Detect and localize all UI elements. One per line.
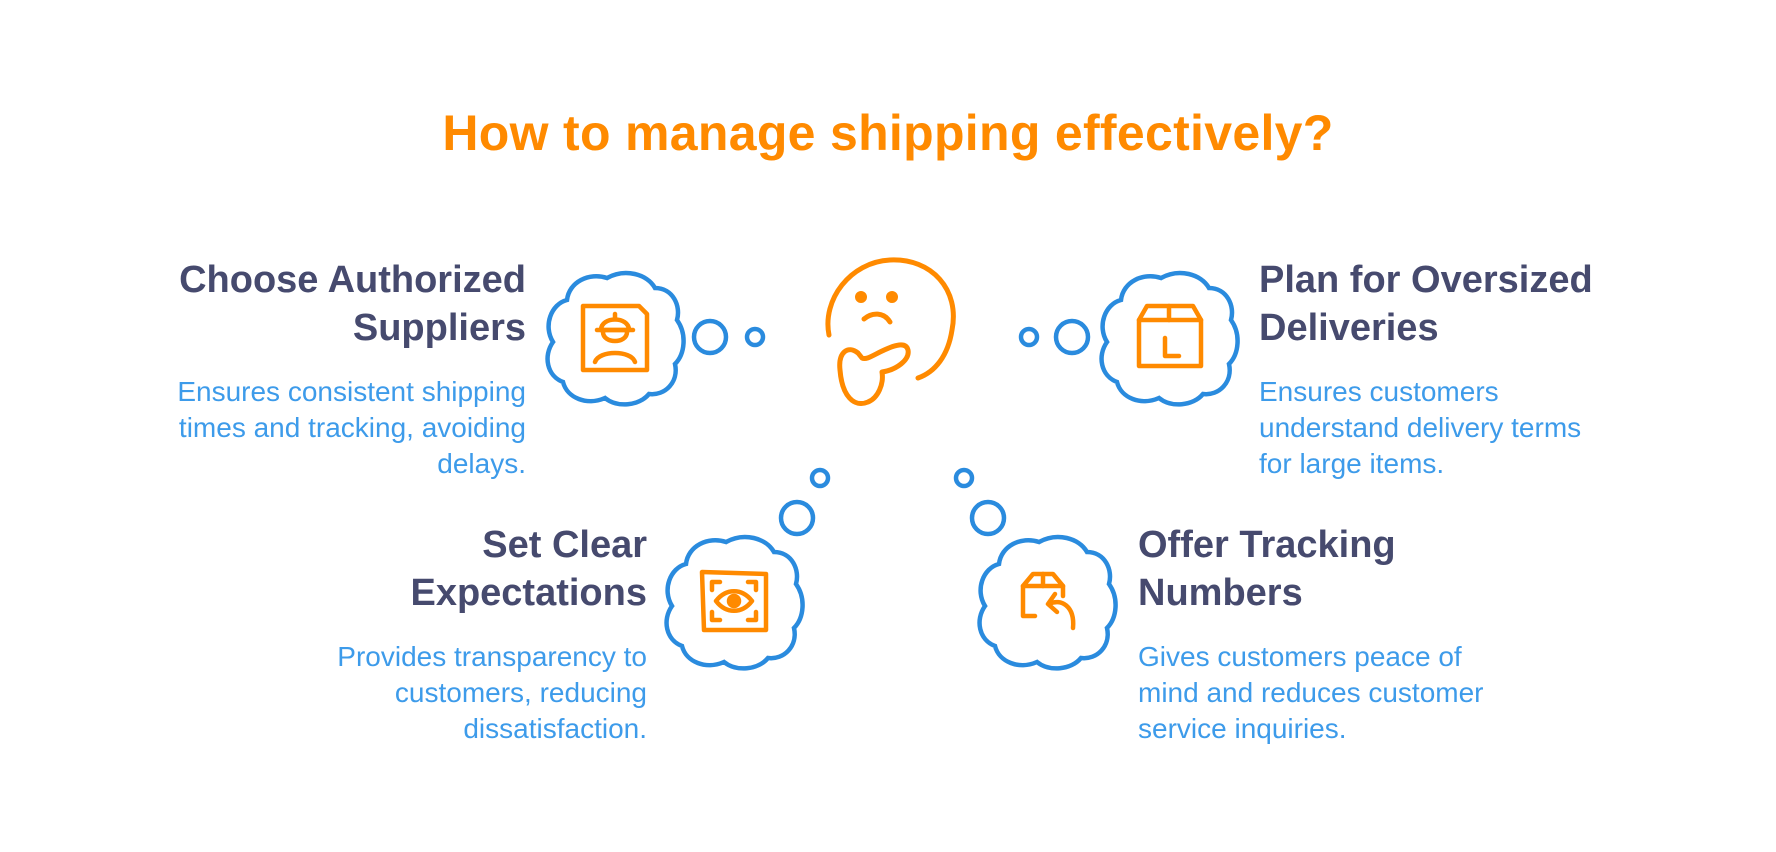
item-plan-oversized-deliveries: Plan for Oversized Deliveries Ensures cu…	[1259, 256, 1719, 482]
description-line: Ensures customers	[1259, 376, 1499, 407]
package-return-icon	[1020, 571, 1076, 631]
description-line: customers, reducing	[394, 677, 647, 708]
description-line: service inquiries.	[1138, 713, 1347, 744]
thought-bubble-large-bottom-left	[778, 499, 816, 537]
item-heading: Set Clear Expectations	[227, 521, 647, 617]
item-description: Ensures consistent shipping times and tr…	[66, 374, 526, 482]
cloud-bottom-right	[980, 537, 1116, 668]
item-description: Gives customers peace of mind and reduce…	[1138, 639, 1598, 747]
thought-bubble-small-bottom-left	[809, 467, 831, 489]
item-heading: Plan for Oversized Deliveries	[1259, 256, 1719, 352]
page-title: How to manage shipping effectively?	[442, 105, 1334, 161]
worker-id-card-icon	[580, 303, 650, 373]
large-box-icon	[1136, 303, 1204, 369]
thought-bubble-small-top-right	[1018, 326, 1040, 348]
item-description: Ensures customers understand delivery te…	[1259, 374, 1719, 482]
description-line: dissatisfaction.	[463, 713, 647, 744]
heading-line: Numbers	[1138, 572, 1303, 614]
description-line: Provides transparency to	[337, 641, 647, 672]
description-line: Gives customers peace of	[1138, 641, 1462, 672]
thought-bubble-large-top-right	[1053, 318, 1091, 356]
thinking-face-icon	[825, 257, 956, 406]
heading-line: Expectations	[410, 572, 647, 614]
description-line: understand delivery terms	[1259, 412, 1582, 443]
item-description: Provides transparency to customers, redu…	[227, 639, 647, 747]
thought-bubble-small-top-left	[744, 326, 766, 348]
thought-bubble-large-bottom-right	[969, 499, 1007, 537]
item-heading: Offer Tracking Numbers	[1138, 521, 1598, 617]
description-line: times and tracking, avoiding	[178, 412, 526, 443]
item-choose-authorized-suppliers: Choose Authorized Suppliers Ensures cons…	[66, 256, 526, 482]
description-line: mind and reduces customer	[1138, 677, 1484, 708]
description-line: delays.	[437, 448, 526, 479]
cloud-top-left	[548, 273, 684, 404]
thought-bubble-large-top-left	[691, 318, 729, 356]
cloud-bottom-left	[667, 537, 803, 668]
cloud-top-right	[1102, 273, 1238, 404]
heading-line: Deliveries	[1259, 307, 1439, 349]
heading-line: Suppliers	[352, 307, 526, 349]
thought-bubble-small-bottom-right	[953, 467, 975, 489]
description-line: Ensures consistent shipping	[177, 376, 526, 407]
heading-line: Choose Authorized	[179, 259, 526, 301]
item-heading: Choose Authorized Suppliers	[66, 256, 526, 352]
item-offer-tracking-numbers: Offer Tracking Numbers Gives customers p…	[1138, 521, 1598, 747]
eye-frame-icon	[699, 569, 769, 633]
description-line: for large items.	[1259, 448, 1445, 479]
heading-line: Offer Tracking	[1138, 524, 1396, 566]
heading-line: Plan for Oversized	[1259, 259, 1593, 301]
item-set-clear-expectations: Set Clear Expectations Provides transpar…	[227, 521, 647, 747]
heading-line: Set Clear	[482, 524, 647, 566]
